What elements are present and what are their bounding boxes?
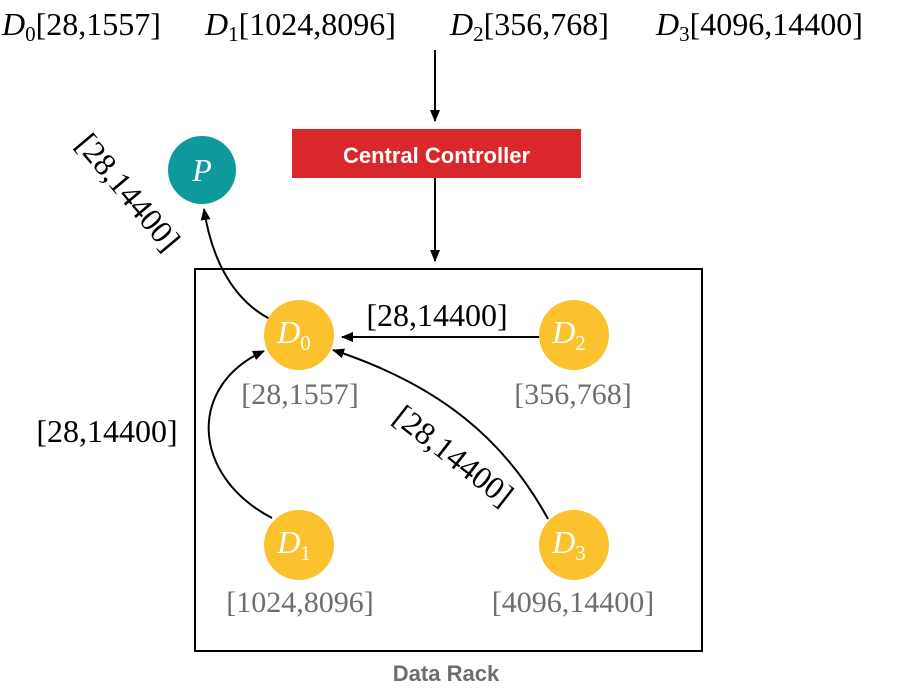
controller-label: Central Controller <box>343 143 530 168</box>
node-d0-label: D0 <box>276 314 311 355</box>
controller-box <box>292 129 581 178</box>
header-item-d0: D0[28,1557] <box>1 6 161 46</box>
node-d3: D3 [4096,14400] <box>492 510 654 619</box>
node-d1: D1 [1024,8096] <box>226 510 374 619</box>
edge-label-d2-to-d0: [28,14400] <box>366 297 507 333</box>
node-p-circle <box>168 136 236 204</box>
edge-d0-to-p <box>200 208 273 321</box>
node-d2-label: D2 <box>551 314 586 355</box>
node-d3-circle <box>539 510 609 580</box>
header-item-d3: D3[4096,14400] <box>655 6 863 46</box>
edge-d3-to-d0 <box>332 348 549 520</box>
node-d1-circle <box>264 510 334 580</box>
node-d0-range: [28,1557] <box>241 378 358 411</box>
central-controller: Central Controller <box>292 129 581 178</box>
header-item-d1: D1[1024,8096] <box>204 6 396 46</box>
header-item-d2: D2[356,768] <box>449 6 609 46</box>
node-d1-range: [1024,8096] <box>226 586 373 619</box>
edge-label-d3-to-d0: [28,14400] <box>387 398 521 513</box>
node-d0-circle <box>264 300 334 370</box>
node-d2-range: [356,768] <box>514 378 631 411</box>
edge-label-d0-to-p: [28,14400] <box>69 126 187 257</box>
node-d2: D2 [356,768] <box>514 300 632 411</box>
data-rack-frame <box>194 268 703 652</box>
node-d3-range: [4096,14400] <box>492 586 654 619</box>
edge-label-d1-to-d0: [28,14400] <box>36 413 177 449</box>
edge-d1-to-d0 <box>207 350 273 519</box>
node-p: P <box>168 136 236 204</box>
node-d3-label: D3 <box>551 524 586 565</box>
node-d1-label: D1 <box>276 524 311 565</box>
node-d2-circle <box>539 300 609 370</box>
data-rack-label: Data Rack <box>393 661 500 686</box>
node-d0: D0 [28,1557] <box>241 300 359 411</box>
node-p-label: P <box>191 152 212 188</box>
header-ranges: D0[28,1557] D1[1024,8096] D2[356,768] D3… <box>1 6 863 46</box>
